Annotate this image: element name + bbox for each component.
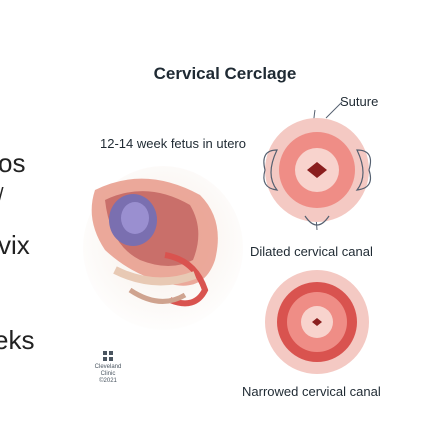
cleveland-clinic-logo-icon	[103, 351, 113, 361]
logo-text: Cleveland Clinic ©2021	[92, 364, 124, 385]
narrowed-canal-label: Narrowed cervical canal	[242, 384, 381, 399]
left-fragment-4: eks	[0, 325, 35, 355]
left-fragment-2: /	[0, 185, 4, 208]
logo-name-line2: Clinic	[100, 371, 116, 377]
diagram-title: Cervical Cerclage	[153, 64, 297, 83]
logo-copyright: ©2021	[99, 378, 117, 384]
suture-label: Suture	[340, 94, 379, 109]
left-fragment-3: vix	[0, 230, 30, 260]
narrowed-cervix-illustration	[265, 270, 369, 374]
uterus-fetus-illustration	[83, 166, 243, 330]
logo-name-line1: Cleveland	[94, 364, 122, 370]
dilated-canal-label: Dilated cervical canal	[250, 244, 373, 259]
fetus-label: 12-14 week fetus in utero	[100, 136, 246, 151]
dilated-cervix-illustration	[263, 109, 372, 231]
left-fragment-1: os	[0, 148, 26, 178]
